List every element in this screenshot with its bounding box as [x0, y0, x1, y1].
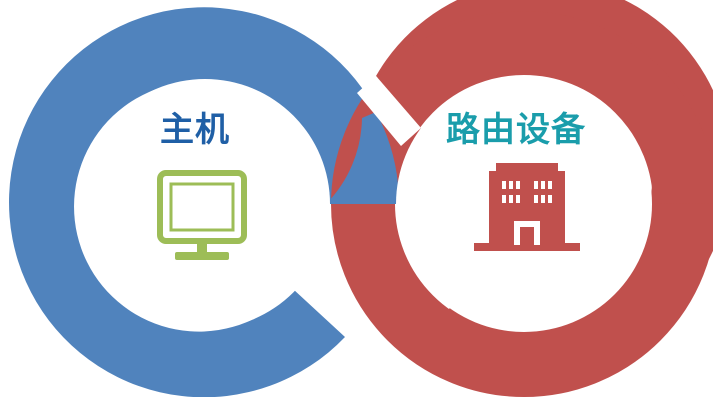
ring-gap-router: [357, 76, 421, 146]
ring-gap-host: [294, 269, 365, 337]
router-label: 路由设备: [446, 110, 586, 150]
monitor-icon: [157, 170, 247, 260]
building-icon: [474, 163, 580, 251]
host-ring-overlap: [326, 112, 400, 204]
host-ring-hole: [80, 79, 330, 329]
host-label: 主机: [160, 110, 230, 150]
host-ring: [9, 7, 400, 397]
